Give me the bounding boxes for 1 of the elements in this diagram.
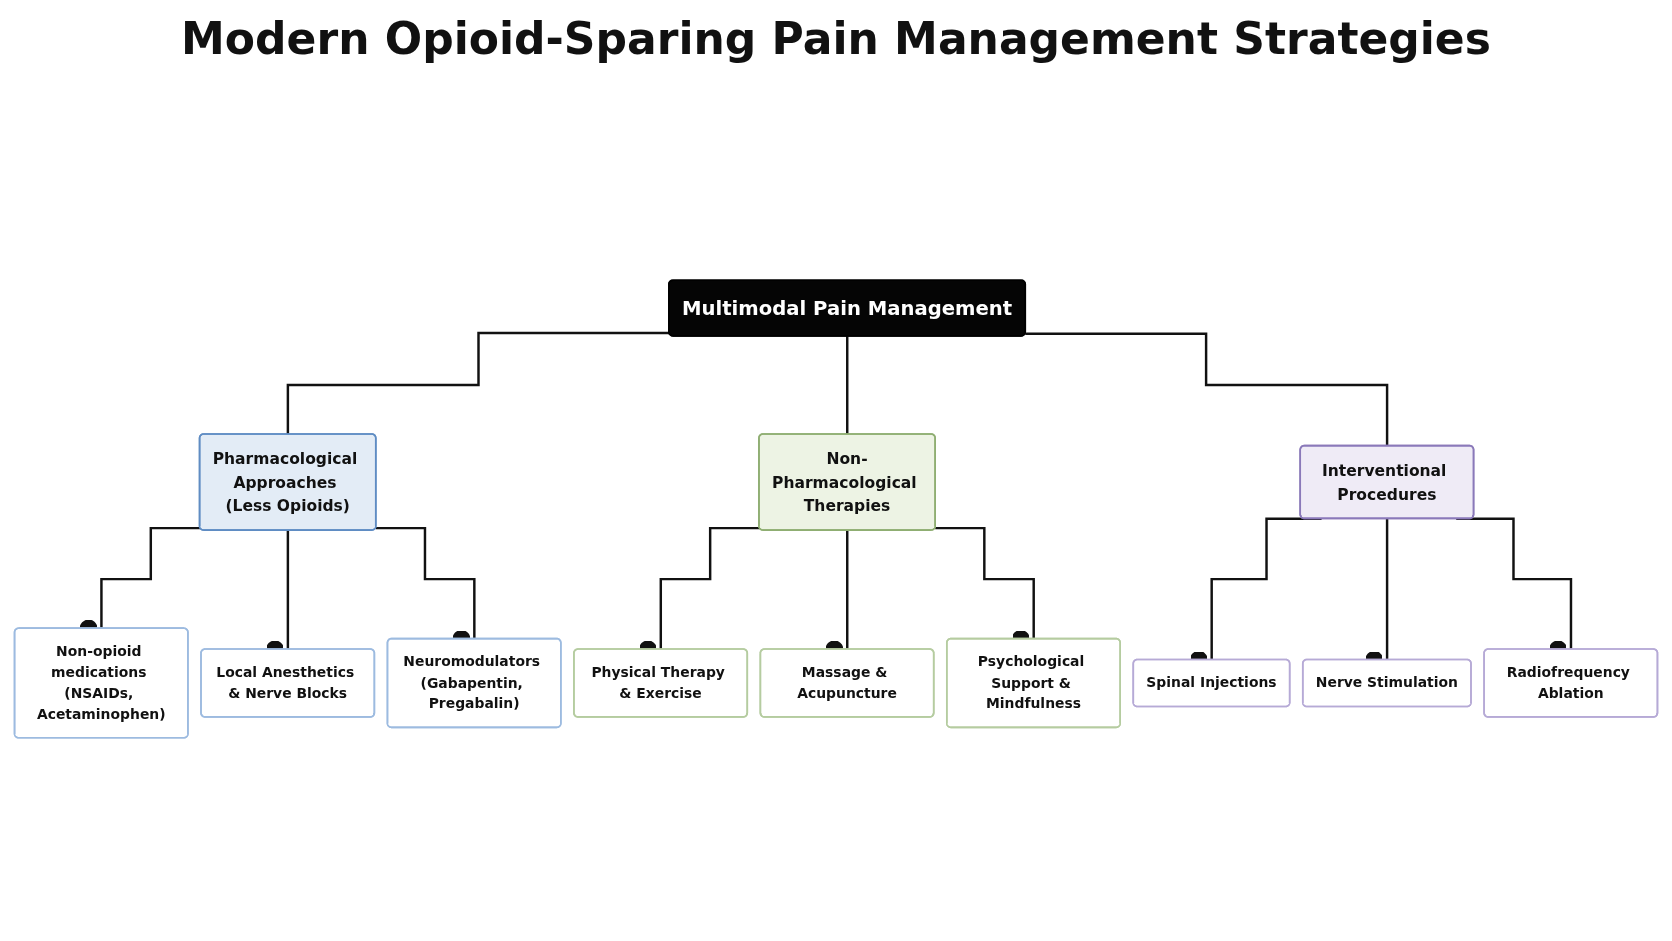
diagram-title: Modern Opioid-Sparing Pain Management Strategies — [181, 14, 1491, 65]
